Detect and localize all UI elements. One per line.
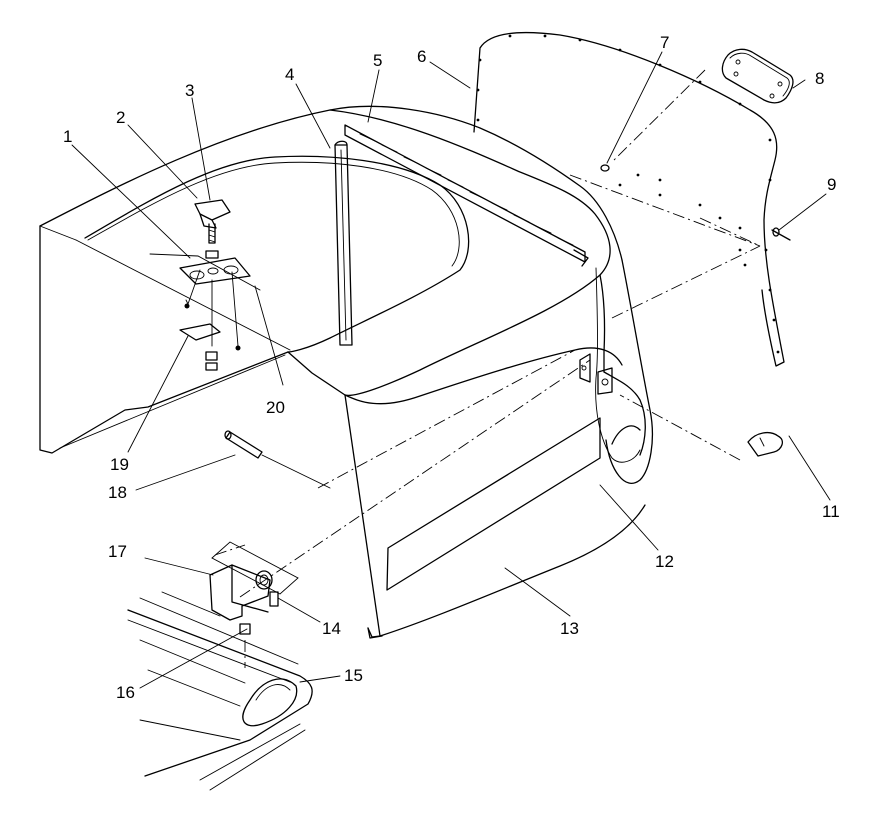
callout-18: 18 [108, 483, 127, 502]
callout-7: 7 [660, 33, 669, 52]
latch-assembly [149, 199, 261, 371]
callout-9: 9 [827, 175, 836, 194]
callout-2: 2 [116, 108, 125, 127]
weather-seal-strips [334, 124, 589, 346]
callout-15: 15 [344, 666, 363, 685]
leader-lines [71, 51, 831, 689]
decal-plate [721, 48, 794, 104]
callout-6: 6 [417, 47, 426, 66]
assembly-lines [214, 69, 761, 668]
callout-8: 8 [815, 69, 824, 88]
callout-16: 16 [116, 683, 135, 702]
callout-17: 17 [108, 542, 127, 561]
callout-12: 12 [655, 552, 674, 571]
callout-labels: 1 2 3 4 5 6 7 8 9 11 12 13 14 15 16 17 1… [63, 33, 840, 702]
hood-enclosure [39, 105, 653, 639]
mount-bracket [209, 541, 299, 635]
clip-part [747, 431, 784, 457]
rear-panel [473, 31, 785, 367]
callout-3: 3 [185, 81, 194, 100]
hinge-pin [224, 430, 331, 489]
frame-rail [127, 591, 313, 791]
callout-19: 19 [110, 455, 129, 474]
callout-1: 1 [63, 127, 72, 146]
callout-14: 14 [322, 619, 341, 638]
callout-11: 11 [822, 502, 840, 521]
callout-13: 13 [560, 619, 579, 638]
callout-20: 20 [266, 398, 285, 417]
callout-4: 4 [285, 65, 294, 84]
fasteners [600, 164, 791, 241]
callout-5: 5 [373, 51, 382, 70]
